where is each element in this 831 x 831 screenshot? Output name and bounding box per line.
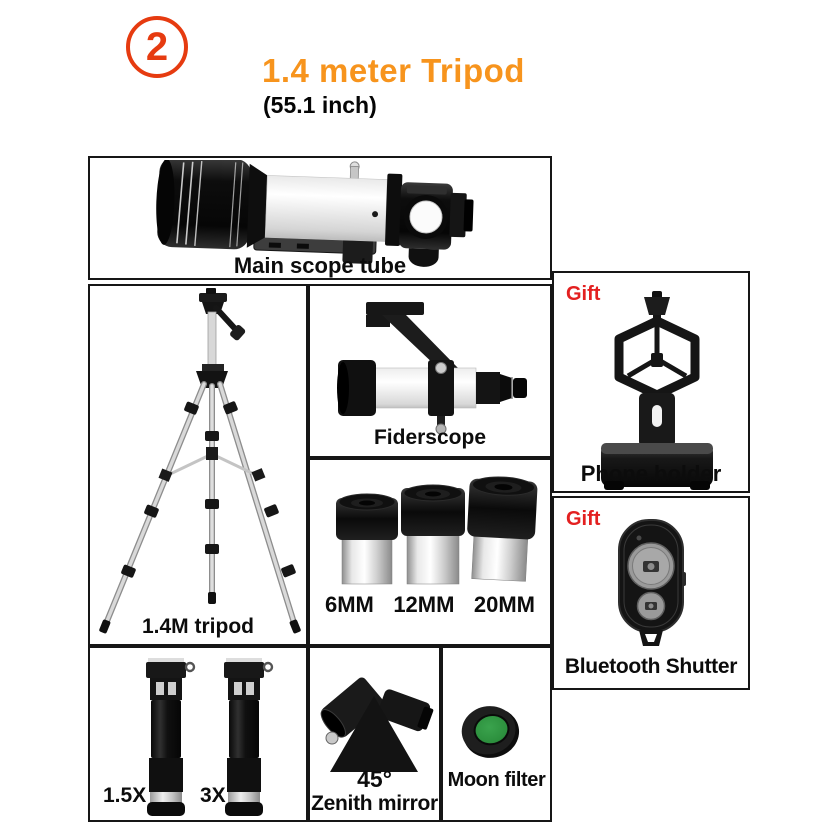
page-subtitle: (55.1 inch) <box>263 92 377 118</box>
zenith-mirror-label: Zenith mirror <box>311 792 438 816</box>
moon-filter-label: Moon filter <box>447 769 546 792</box>
moon-filter-image <box>443 674 550 799</box>
moon-filter-cell: Moon filter <box>441 646 552 822</box>
bluetooth-shutter-label: Bluetooth Shutter <box>564 655 738 679</box>
zenith-mirror-angle: 45° <box>357 766 392 793</box>
tripod-cell: 1.4M tripod <box>88 284 308 646</box>
page-title: 1.4 meter Tripod <box>262 52 525 89</box>
main-scope-label: Main scope tube <box>233 253 407 279</box>
zenith-mirror-cell: 45° Zenith mirror <box>308 646 441 822</box>
main-scope-cell: Main scope tube <box>88 156 552 280</box>
bluetooth-shutter-image <box>601 514 701 659</box>
eyepiece-size-20mm: 20MM <box>473 592 535 617</box>
finderscope-label: Fiderscope <box>373 426 487 450</box>
zenith-mirror-image <box>310 658 439 791</box>
finderscope-image <box>310 290 550 445</box>
tripod-label: 1.4M tripod <box>141 615 254 639</box>
barlow-lenses-image <box>90 648 306 825</box>
tripod-image <box>90 286 306 649</box>
barlow-1-5x-label: 1.5X <box>103 784 147 807</box>
eyepiece-size-12mm: 12MM <box>393 592 455 617</box>
step-number-badge: 2 <box>126 16 188 78</box>
eyepieces-cell: 6MM 12MM 20MM <box>308 458 552 646</box>
gift-badge: Gift <box>566 508 601 530</box>
barlow-3x-label: 3X <box>200 784 226 807</box>
eyepiece-size-6mm: 6MM <box>325 592 374 617</box>
eyepieces-image <box>310 474 550 599</box>
phone-holder-label: Phone holder <box>580 461 722 487</box>
phone-holder-image <box>554 273 748 496</box>
gift-badge: Gift <box>566 283 601 305</box>
bluetooth-shutter-cell: Gift Bluetooth Shutter <box>552 496 750 690</box>
phone-holder-cell: Gift <box>552 271 750 493</box>
finderscope-cell: Fiderscope <box>308 284 552 458</box>
step-number: 2 <box>145 24 169 69</box>
main-scope-image <box>148 157 478 273</box>
eyepiece-size-labels: 6MM 12MM 20MM <box>310 592 550 618</box>
barlow-lenses-cell: 1.5X 3X <box>88 646 308 822</box>
